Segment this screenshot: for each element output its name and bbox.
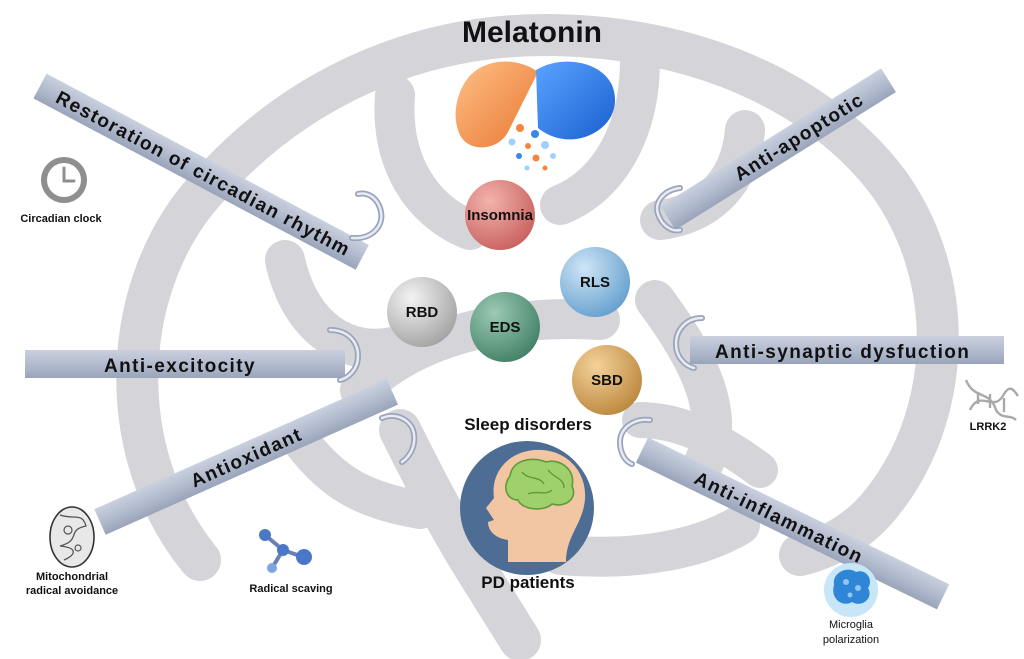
- rls-ball: RLS: [560, 247, 630, 317]
- clock-icon: [41, 157, 87, 203]
- sbd-label: SBD: [591, 372, 623, 389]
- rbd-ball: RBD: [387, 277, 457, 347]
- sbd-ball: SBD: [572, 345, 642, 415]
- radical-molecule-icon: [259, 529, 312, 573]
- title: Melatonin: [462, 16, 602, 49]
- insomnia-label: Insomnia: [467, 207, 534, 224]
- dna-icon: [964, 379, 1019, 421]
- anti-synaptic-arrow: Anti-synaptic dysfuction: [672, 315, 1004, 371]
- mitochondrial-label-line2: radical avoidance: [26, 585, 118, 597]
- melatonin-capsule-icon: [455, 61, 616, 171]
- pd-patients-label: PD patients: [481, 573, 575, 592]
- microglia-icon: [824, 563, 878, 617]
- sleep-disorders-label: Sleep disorders: [464, 415, 592, 434]
- mitochondrial-label-line1: Mitochondrial: [36, 571, 108, 583]
- lrrk2-label: LRRK2: [970, 421, 1007, 433]
- microglia-label-line2: polarization: [823, 634, 879, 646]
- anti-synaptic-label: Anti-synaptic dysfuction: [715, 342, 970, 363]
- antioxidant-label: Antioxidant: [188, 424, 306, 492]
- pd-patient-head-icon: [460, 441, 594, 575]
- anti-excitocity-arrow: Anti-excitocity: [25, 327, 362, 383]
- anti-excitocity-label: Anti-excitocity: [104, 356, 256, 377]
- rbd-label: RBD: [406, 304, 439, 321]
- insomnia-ball: Insomnia: [465, 180, 535, 250]
- eds-label: EDS: [490, 319, 521, 336]
- mitochondria-icon: [49, 506, 95, 568]
- rls-label: RLS: [580, 274, 610, 291]
- circadian-clock-label: Circadian clock: [20, 213, 102, 225]
- eds-ball: EDS: [470, 292, 540, 362]
- microglia-label-line1: Microglia: [829, 619, 874, 631]
- radical-scaving-label: Radical scaving: [249, 583, 332, 595]
